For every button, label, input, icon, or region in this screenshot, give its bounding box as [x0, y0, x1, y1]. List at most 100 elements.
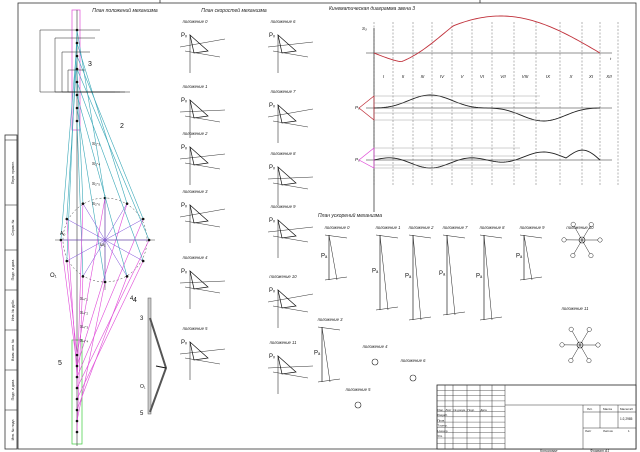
connecting-rod-4 — [66, 218, 78, 378]
velocity-line-ab — [272, 235, 309, 243]
pole-label: Pᵥ — [269, 288, 275, 294]
pole-label: Pᵥ — [269, 218, 275, 224]
velocity-triangle — [277, 355, 297, 375]
center-of-mass-label: S₂-₃ — [92, 141, 100, 146]
pole-label: Pₐ — [314, 351, 321, 357]
side-stamp-label: Инв. № дубл. — [11, 299, 15, 321]
joint-label-a0: A₀ — [60, 231, 65, 237]
velocity-line-ab — [184, 162, 221, 170]
side-stamp-label: Подп. и дата — [11, 260, 15, 281]
interval-label: X — [568, 74, 573, 79]
pole-label: Pᵥ — [181, 33, 187, 39]
pole-label: Pᵥ — [269, 165, 275, 171]
joint-a — [141, 217, 145, 221]
sketch-label-3: 3 — [140, 316, 144, 322]
joint — [75, 119, 79, 123]
interval-label: XII — [605, 74, 612, 79]
point-marker — [561, 237, 567, 243]
velocity-line-ab — [184, 286, 221, 294]
crank-1 — [82, 239, 106, 277]
connecting-rod-2 — [76, 120, 84, 277]
point-marker — [588, 222, 594, 227]
title-block-header: Изм. — [438, 408, 444, 412]
connecting-rod-4 — [60, 239, 78, 367]
acceleration-line — [375, 234, 399, 239]
acceleration-ray — [571, 344, 581, 359]
velocity-line-ab — [184, 115, 221, 123]
acceleration-position-label: положение 2 — [409, 225, 434, 230]
dimension-line — [67, 69, 115, 93]
omega-label: ω₁ — [100, 242, 106, 248]
crank-1 — [66, 239, 106, 262]
title-block-header: Лист — [446, 408, 453, 412]
point-marker — [570, 221, 576, 227]
velocity-triangle — [277, 104, 297, 124]
title-block-row-label: Н.контр. — [438, 429, 449, 433]
velocity-line-ac — [179, 153, 226, 160]
drawing-frame — [4, 0, 637, 450]
point-marker — [588, 253, 594, 259]
joint — [75, 375, 79, 379]
acceleration-ray — [581, 226, 591, 241]
center-of-mass-label: S₂-₅ — [92, 181, 100, 186]
crank-1 — [104, 218, 144, 241]
velocity-line-ab — [184, 357, 221, 365]
point-marker — [586, 327, 592, 332]
acceleration-vector — [483, 234, 493, 321]
copied-label: Копировал — [540, 449, 557, 452]
joint-a — [103, 280, 107, 284]
acceleration-line — [479, 316, 503, 321]
pole-label: Pₐ — [516, 254, 523, 260]
acceleration-pole-rays — [358, 147, 375, 169]
joint — [75, 386, 79, 390]
dimension-line — [61, 51, 120, 93]
velocity-position-label: положение 7 — [271, 89, 296, 94]
positions-plan-title: План положений механизма — [92, 7, 158, 14]
velocity-line-ac — [179, 38, 226, 48]
velocity-position-label: положение 5 — [183, 326, 208, 331]
velocity-pole-rays — [358, 95, 375, 121]
pole-label: Pₐ — [405, 274, 412, 280]
pole-label: Pₐ — [372, 269, 379, 275]
sheets-value: 1 — [628, 429, 630, 433]
connecting-rod-4 — [76, 276, 84, 433]
point-marker — [586, 358, 592, 364]
acceleration-line — [442, 234, 466, 239]
acceleration-line — [408, 234, 432, 239]
acceleration-line — [317, 326, 341, 331]
title-block-header: Подп. — [468, 408, 476, 412]
connecting-rod-4 — [76, 197, 106, 356]
velocity-triangle — [189, 34, 209, 54]
joint-a — [125, 202, 129, 205]
pole-label: Pₐ — [321, 254, 328, 260]
connecting-rod-4 — [76, 218, 144, 378]
acceleration-ray — [581, 239, 591, 255]
kinematic-diagram-title: Кинематическая диаграмма звена 3 — [329, 6, 415, 12]
joint — [75, 397, 79, 401]
link-label-4: 4 — [133, 297, 137, 304]
connecting-rod-4 — [76, 281, 106, 422]
joint — [75, 106, 79, 110]
pole-label: Pᵥ — [269, 103, 275, 109]
acceleration-position-label: положение 0 — [325, 225, 350, 230]
velocity-line-ab — [272, 371, 309, 379]
pole-label: Pₐ — [439, 271, 446, 277]
mechanism-positions-plan: 3245O₁ω₁A₀S₂-₃S₂-₄S₂-₅S₂-₆S₄-₁S₄-₂S₄-₃S₄… — [39, 9, 155, 446]
pole-label: Pᵥ — [269, 354, 275, 360]
velocity-position-label: положение 10 — [269, 274, 297, 279]
acceleration-ray — [571, 330, 581, 346]
interval-label: II — [402, 74, 405, 79]
interval-label: VIII — [522, 74, 530, 79]
interval-label: I — [383, 74, 385, 79]
acceleration-line — [324, 276, 348, 281]
sheet-label: Лист — [585, 429, 592, 433]
acceleration-vector — [379, 234, 389, 311]
joint-a — [59, 238, 63, 242]
pole-label: Pᵥ — [181, 269, 187, 275]
axis-label-t: t — [610, 56, 612, 61]
velocity-plan-title: План скоростей механизма — [201, 7, 267, 14]
axis-label-a: P₀ — [355, 157, 360, 162]
